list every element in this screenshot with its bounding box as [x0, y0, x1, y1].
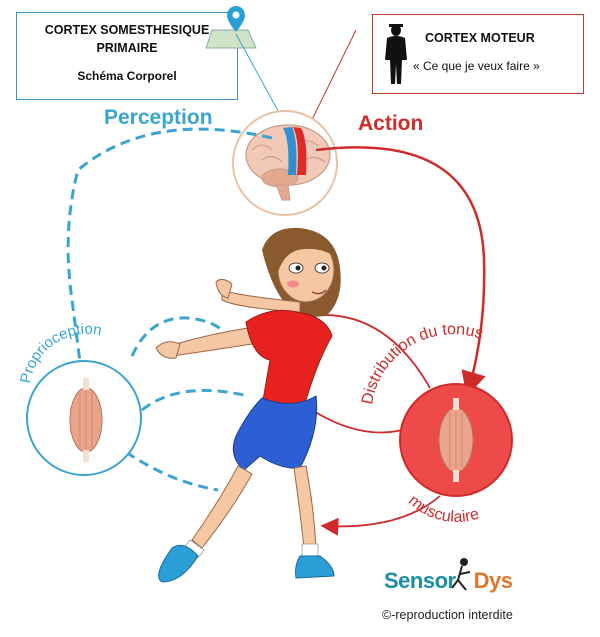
- girl-figure: [156, 228, 341, 582]
- map-pin-icon: [206, 6, 256, 48]
- brand-logo: Sensor Dys: [384, 568, 512, 594]
- proprioception-circle: [27, 361, 141, 475]
- torso-proprio-dashed-link: [142, 390, 248, 410]
- brand-name-part1: Sensor: [384, 568, 456, 593]
- leg-proprio-dashed-link: [126, 452, 218, 490]
- muscle-tone-circle: [400, 384, 512, 496]
- copyright-notice: ©-reproduction interdite: [382, 608, 513, 622]
- muscle-to-torso-line: [312, 410, 402, 433]
- brand-name-part2: Dys: [474, 568, 513, 593]
- brain-illustration: [233, 111, 337, 215]
- musculaire-label: musculaire: [405, 492, 481, 526]
